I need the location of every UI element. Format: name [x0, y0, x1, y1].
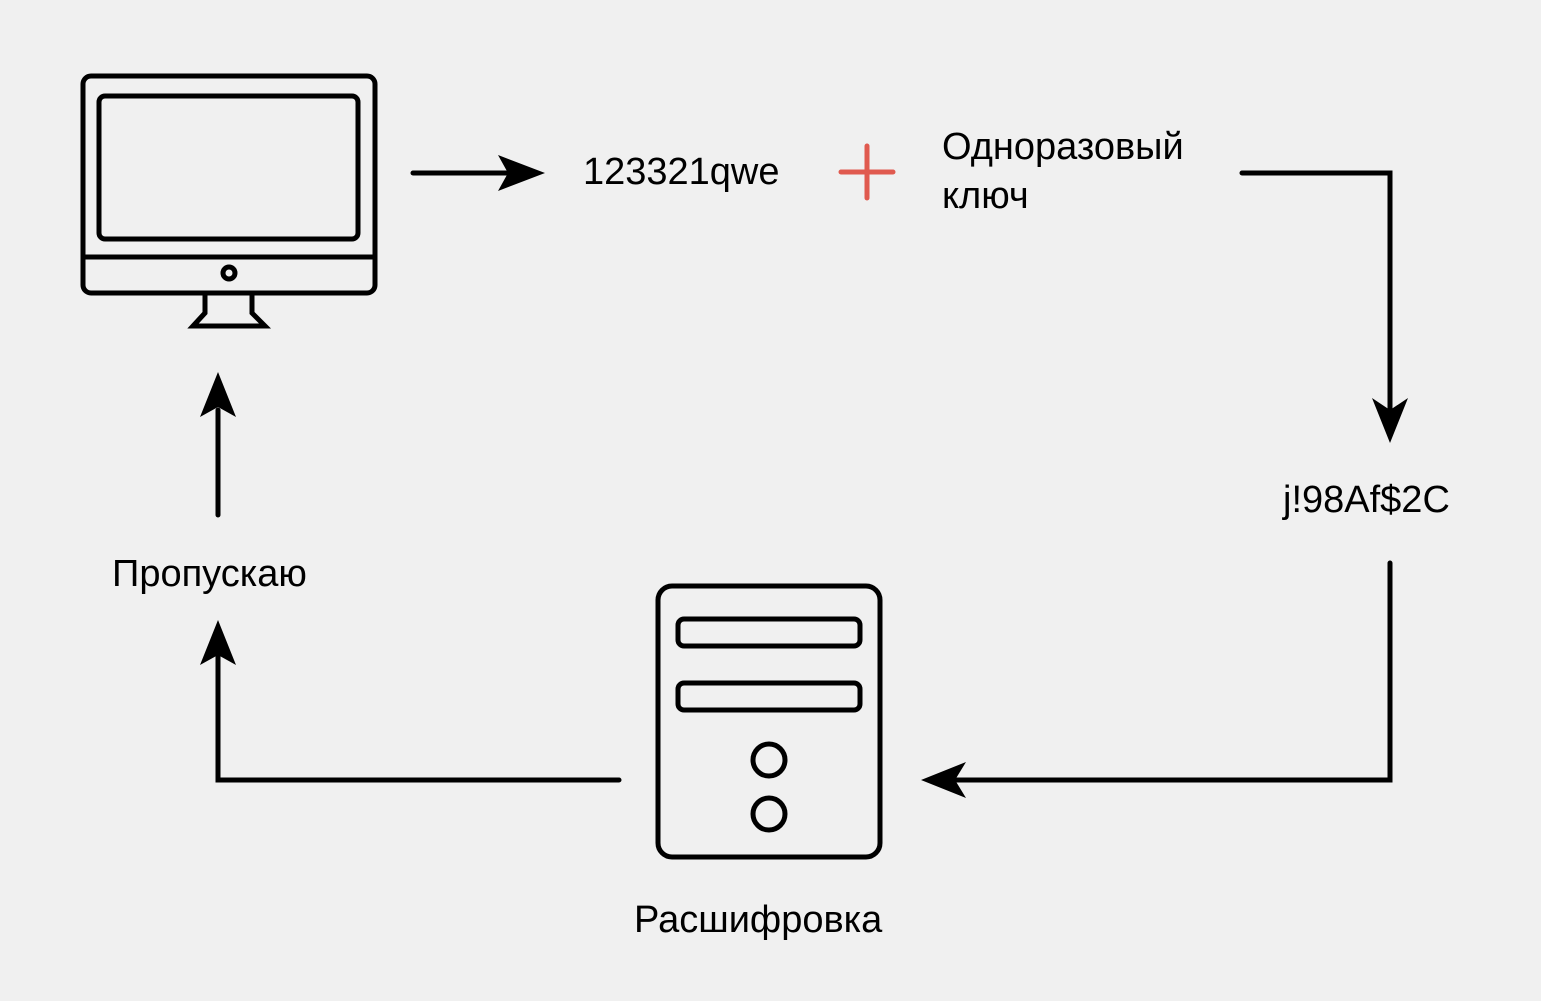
monitor-stand: [187, 290, 272, 329]
arrow-encrypted-to-server: [921, 560, 1393, 798]
arrow-server-to-allow: [200, 620, 622, 783]
one-time-key-label-line2: ключ: [942, 175, 1029, 217]
monitor-icon: [80, 73, 378, 329]
server-slot-bottom: [675, 680, 863, 713]
server-slot-top: [675, 616, 863, 649]
arrow-allow-to-computer: [200, 372, 236, 518]
encrypted-label: j!98Af$2C: [1282, 479, 1450, 521]
allow-label: Пропускаю: [112, 553, 307, 595]
arrow-key-to-encrypted: [1239, 170, 1408, 443]
password-label: 123321qwe: [583, 151, 780, 193]
server-body: [655, 583, 883, 860]
server-label: Расшифровка: [634, 899, 883, 941]
server-icon: [655, 583, 883, 860]
one-time-key-label-line1: Одноразовый: [942, 126, 1184, 168]
monitor-bezel: [80, 73, 378, 296]
server-light-top: [750, 741, 788, 779]
arrow-computer-to-password: [410, 155, 545, 191]
plus-icon: [838, 143, 896, 201]
monitor-power-dot: [220, 264, 238, 282]
server-light-bottom: [750, 795, 788, 833]
monitor-screen: [96, 93, 361, 242]
